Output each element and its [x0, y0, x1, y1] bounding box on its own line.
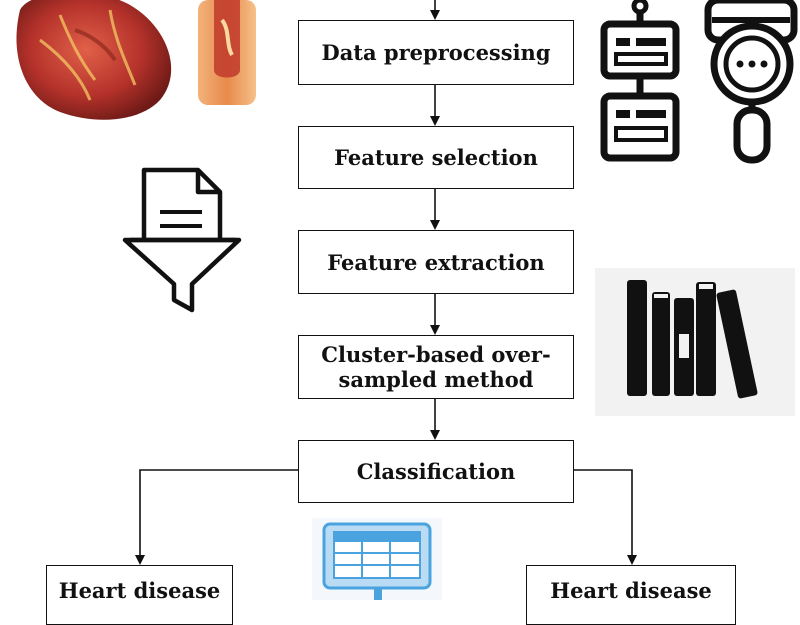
database-search-icon [600, 0, 798, 164]
table-board-icon [312, 518, 442, 600]
step-label: Data preprocessing [321, 40, 551, 65]
heart-illustration [16, 0, 256, 120]
step-cluster-oversampling: Cluster-based over- sampled method [298, 335, 574, 399]
outcome-label: Heart disease [550, 578, 712, 603]
outcome-right: Heart disease [526, 565, 736, 625]
filter-document-icon [122, 167, 242, 313]
books-icon [595, 268, 795, 416]
branch-right [574, 469, 637, 565]
step-data-preprocessing: Data preprocessing [298, 20, 574, 85]
step-label: Classification [356, 459, 516, 484]
step-label: Feature extraction [327, 249, 545, 275]
step-feature-selection: Feature selection [298, 126, 574, 189]
step-label: Cluster-based over- sampled method [321, 342, 551, 392]
branch-left [135, 469, 298, 565]
step-feature-extraction: Feature extraction [298, 230, 574, 294]
step-classification: Classification [298, 440, 574, 503]
connectors [135, 0, 637, 565]
outcome-label: Heart disease [58, 578, 221, 603]
outcome-left: Heart disease [46, 565, 233, 625]
step-label: Feature selection [334, 145, 538, 170]
